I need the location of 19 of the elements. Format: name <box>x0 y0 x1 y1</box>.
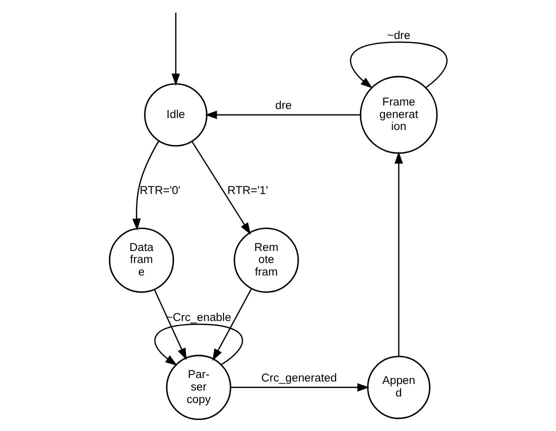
edge-label: dre <box>274 100 292 112</box>
arrow <box>153 289 186 360</box>
edge-label: ~dre <box>386 30 410 42</box>
arrow <box>132 140 159 231</box>
arrow <box>394 152 402 356</box>
edge-label: RTR='0' <box>139 184 180 197</box>
arrow <box>204 110 360 120</box>
node-circle: Data fram e <box>108 228 174 293</box>
arrow <box>350 42 448 88</box>
edge-label: RTR='1' <box>226 184 268 197</box>
arrow <box>212 288 252 361</box>
arrow <box>190 141 250 235</box>
edge-label: Crc_generated <box>260 372 336 384</box>
arrow <box>230 383 369 392</box>
node-circle: Appen d <box>366 356 430 420</box>
node-circle: Rem ote fram <box>233 228 298 293</box>
arrow <box>154 324 242 366</box>
arrow <box>171 12 180 86</box>
node-circle: Idle <box>144 83 207 147</box>
